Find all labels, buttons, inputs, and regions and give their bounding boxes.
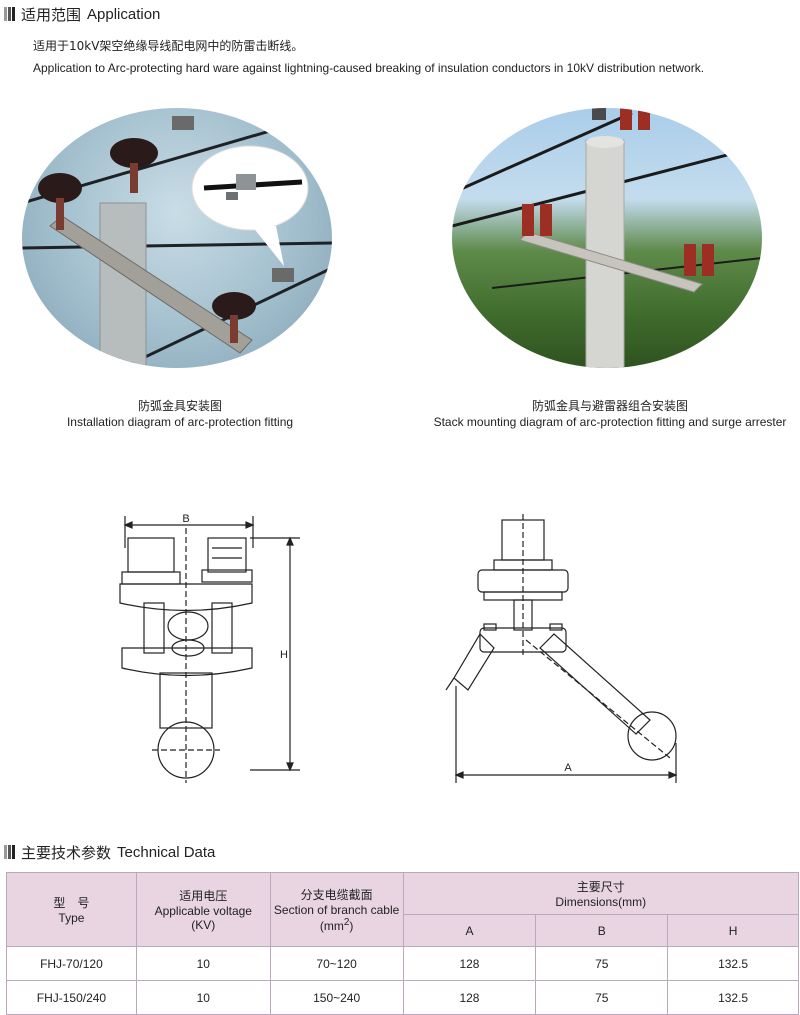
header-section-unit-close: ) (349, 919, 354, 933)
installation-caption-zh: 防弧金具安装图 (137, 399, 222, 413)
application-text-en: Application to Arc-protecting hard ware … (33, 61, 705, 75)
stack-mounting-photo (452, 108, 762, 368)
application-heading-zh: 适用范围 (21, 5, 82, 24)
dim-label-b: B (182, 513, 189, 525)
header-dim-a: A (402, 914, 537, 947)
header-dimensions: 主要尺寸 Dimensions(mm) (402, 872, 800, 915)
header-dimensions-zh: 主要尺寸 (576, 880, 625, 894)
cell-b: 75 (535, 980, 669, 1015)
section-marker-icon (4, 845, 15, 859)
installation-caption-en: Installation diagram of arc-protection f… (66, 415, 294, 429)
cell-h: 132.5 (667, 980, 799, 1015)
technical-heading-zh: 主要技术参数 (21, 843, 112, 862)
table-row: FHJ-70/120 10 70~120 128 75 132.5 (6, 946, 799, 981)
cell-section: 150~240 (269, 980, 404, 1015)
section-marker-icon (4, 7, 15, 21)
stack-mounting-caption-zh: 防弧金具与避雷器组合安装图 (531, 399, 688, 413)
technical-heading: 主要技术参数 Technical Data (4, 842, 215, 862)
stack-mounting-caption: 防弧金具与避雷器组合安装图 Stack mounting diagram of … (420, 398, 800, 430)
header-dimensions-en: Dimensions(mm) (555, 895, 647, 909)
installation-caption: 防弧金具安装图 Installation diagram of arc-prot… (40, 398, 320, 430)
cell-type: FHJ-150/240 (6, 980, 137, 1015)
table-row: FHJ-150/240 10 150~240 128 75 132.5 (6, 980, 799, 1015)
header-voltage-unit: (KV) (191, 918, 216, 932)
header-type: 型 号 Type (6, 872, 137, 947)
application-heading-en: Application (87, 5, 161, 23)
fitting-front-drawing: B H (119, 513, 300, 783)
header-section-unit-sup: 2 (343, 917, 350, 928)
header-section-unit-wrap: (mm2) (271, 917, 403, 933)
cell-h: 132.5 (667, 946, 799, 981)
stack-mounting-caption-en: Stack mounting diagram of arc-protection… (433, 415, 787, 429)
dim-label-a: A (564, 762, 572, 774)
dim-label-h: H (280, 649, 288, 661)
cell-a: 128 (402, 980, 537, 1015)
application-heading: 适用范围 Application (4, 4, 160, 24)
header-section-unit: (mm (319, 919, 344, 933)
fitting-side-drawing: A (445, 514, 678, 783)
header-section: 分支电缆截面 Section of branch cable (mm2) (269, 872, 404, 947)
cell-a: 128 (402, 946, 537, 981)
header-section-en: Section of branch cable (273, 903, 400, 917)
cell-type: FHJ-70/120 (6, 946, 137, 981)
cell-section: 70~120 (269, 946, 404, 981)
header-section-zh: 分支电缆截面 (300, 888, 373, 902)
header-voltage-zh: 适用电压 (179, 889, 228, 903)
header-dim-h: H (667, 914, 799, 947)
header-type-zh: 型 号 (53, 896, 90, 910)
header-voltage: 适用电压 Applicable voltage (KV) (135, 872, 271, 947)
cell-b: 75 (535, 946, 669, 981)
installation-photo (22, 108, 332, 368)
cell-voltage: 10 (135, 946, 271, 981)
header-type-en: Type (58, 911, 85, 925)
application-text-zh: 适用于10kV架空绝缘导线配电网中的防雷击断线。 (33, 39, 304, 53)
technical-data-table: 型 号 Type 适用电压 Applicable voltage (KV) 分支… (6, 872, 800, 1015)
technical-heading-en: Technical Data (117, 843, 216, 861)
header-voltage-en: Applicable voltage (154, 904, 252, 918)
cell-voltage: 10 (135, 980, 271, 1015)
header-dim-b: B (535, 914, 669, 947)
